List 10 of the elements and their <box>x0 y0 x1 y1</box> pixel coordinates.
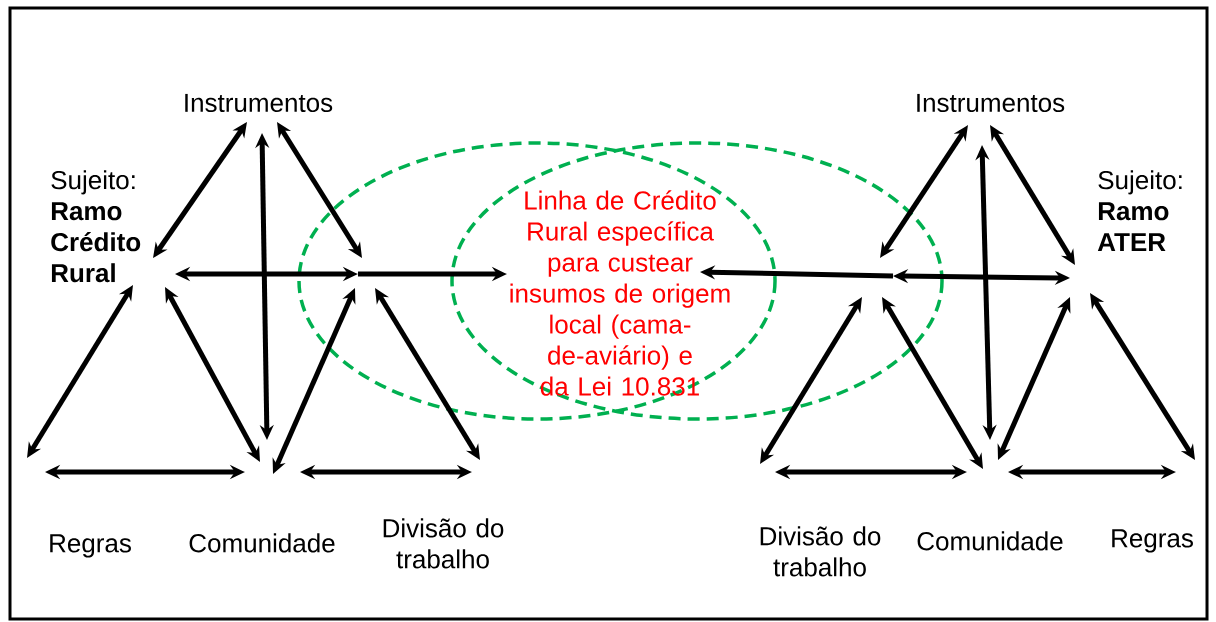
subject-label: Sujeito: Ramo ATER <box>1097 170 1182 252</box>
vertex-label: Comunidade <box>917 531 1063 551</box>
vertex-label: Regras <box>50 534 131 558</box>
subject-label: Sujeito: Ramo Crédito Rural <box>51 170 141 283</box>
vertex-label: Instrumentos <box>185 93 333 113</box>
vertex-label: Instrumentos <box>917 93 1065 113</box>
vertex-label: Comunidade <box>189 533 335 553</box>
vertex-label: Divisão do trabalho <box>383 518 504 569</box>
vertex-label: Divisão do trabalho <box>760 526 881 577</box>
vertex-label: Regras <box>1112 529 1193 553</box>
